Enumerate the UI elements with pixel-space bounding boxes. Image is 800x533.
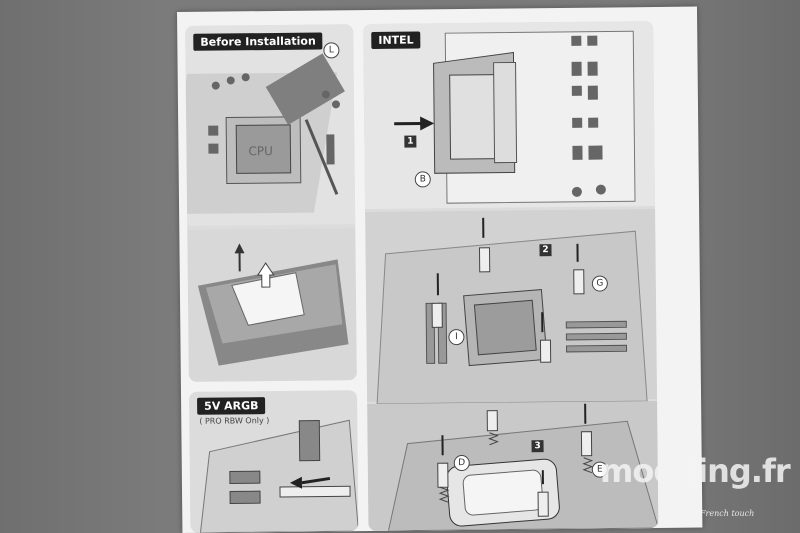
argb-connector-illustration — [199, 419, 359, 533]
watermark-brand: modding.fr — [600, 452, 791, 490]
intel-backplate-illustration — [363, 21, 659, 532]
before-installation-title: Before Installation — [193, 32, 323, 51]
intel-panel: INTEL 1 B 2 G I 3 D E — [363, 21, 659, 532]
marker-i: I — [448, 329, 465, 346]
watermark-tagline: French touch — [700, 509, 755, 518]
instruction-sheet: CPU Before Installation L — [177, 6, 703, 533]
before-installation-panel: CPU Before Installation L — [185, 24, 357, 382]
step-2: 2 — [539, 244, 552, 257]
marker-l: L — [323, 42, 340, 59]
argb-panel: 5V ARGB ( PRO RBW Only ) — [188, 390, 359, 533]
argb-title: 5V ARGB — [197, 397, 266, 415]
step-3: 3 — [531, 440, 544, 453]
marker-b: B — [414, 171, 431, 188]
marker-g: G — [591, 275, 608, 292]
marker-d: D — [453, 454, 470, 472]
motherboard-cpu-illustration: CPU — [185, 24, 357, 382]
step-1: 1 — [404, 135, 417, 148]
intel-title: INTEL — [371, 31, 421, 49]
argb-subtitle: ( PRO RBW Only ) — [199, 416, 270, 426]
svg-text:CPU: CPU — [248, 144, 273, 158]
